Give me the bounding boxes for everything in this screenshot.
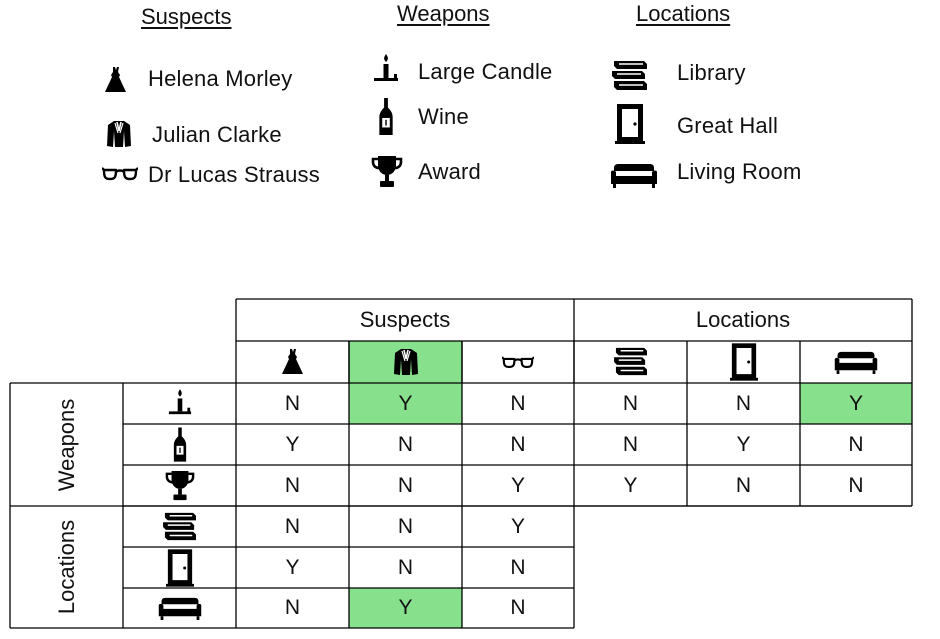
- grid-cell-w2-s2: Y: [510, 473, 525, 497]
- dress-icon: [281, 348, 305, 376]
- books-icon: [613, 346, 649, 378]
- sofa-icon: [834, 350, 878, 374]
- dress-icon: [104, 66, 128, 94]
- grid-cell-l1-s0: Y: [285, 555, 300, 579]
- trophy-icon: [371, 155, 403, 189]
- door-icon: [730, 343, 758, 381]
- grid-cell-l0-s0: N: [284, 514, 301, 538]
- sofa-icon: [158, 596, 202, 620]
- grid-cell-w0-s1: Y: [349, 383, 462, 424]
- grid-cell-l2-s1: Y: [349, 588, 462, 628]
- legend-label-julian-clarke: Julian Clarke: [152, 122, 282, 147]
- candle-icon: [168, 389, 192, 419]
- wine-bottle-icon: [378, 98, 394, 136]
- door-icon: [166, 549, 194, 587]
- grid-side-locations: Locations: [53, 519, 79, 615]
- grid-cell-w2-l2: N: [848, 473, 864, 497]
- legend-header-weapons: Weapons: [397, 1, 490, 26]
- grid-cell-w1-l2: N: [848, 432, 864, 456]
- grid-side-weapons: Weapons: [53, 398, 79, 491]
- sofa-icon: [611, 162, 657, 188]
- grid-cell-w1-s2: N: [510, 432, 526, 456]
- jacket-icon: [393, 348, 419, 376]
- legend-label-dr-lucas-strauss: Dr Lucas Strauss: [148, 162, 320, 187]
- legend-label-great-hall: Great Hall: [677, 113, 779, 138]
- grid-cell-w0-l2: Y: [800, 383, 912, 424]
- grid-cell-w1-l1: Y: [736, 432, 751, 456]
- grid-cell-l1-s2: N: [510, 555, 526, 579]
- wine-bottle-icon: [173, 427, 187, 463]
- grid-group-locations: Locations: [695, 307, 791, 332]
- grid-cell-w2-s0: N: [284, 473, 301, 497]
- books-icon: [162, 511, 198, 543]
- glasses-icon: [502, 356, 534, 369]
- legend-label-living-room: Living Room: [677, 159, 802, 184]
- jacket-icon: [106, 120, 132, 148]
- grid-cell-w2-l0: Y: [623, 473, 638, 497]
- grid-cell-w1-s0: Y: [285, 432, 300, 456]
- legend-label-helena-morley: Helena Morley: [148, 66, 293, 91]
- grid-cell-l1-s1: N: [397, 555, 414, 579]
- legend-header-suspects: Suspects: [141, 4, 232, 29]
- grid-cell-w1-l0: N: [622, 432, 639, 456]
- legend-label-award: Award: [418, 159, 481, 184]
- candle-icon: [373, 54, 399, 86]
- legend-label-library: Library: [677, 60, 746, 85]
- grid-cell-w0-l1: N: [735, 391, 752, 415]
- grid-cell-w2-s1: N: [397, 473, 414, 497]
- grid-cell-w2-l1: N: [735, 473, 752, 497]
- grid-cell-w0-s2: N: [510, 391, 526, 415]
- legend-label-wine: Wine: [418, 104, 469, 129]
- grid-cell-w0-l0: N: [622, 391, 639, 415]
- books-icon: [611, 59, 649, 93]
- glasses-icon: [102, 167, 138, 181]
- legend-label-large-candle: Large Candle: [418, 59, 553, 84]
- grid-cell-l2-s0: N: [284, 596, 301, 619]
- grid-cell-l0-s1: N: [397, 514, 414, 538]
- legend-header-locations: Locations: [636, 1, 731, 26]
- grid-cell-l0-s2: Y: [510, 514, 525, 538]
- grid-cell-w0-s0: N: [284, 391, 301, 415]
- grid-cell-l2-s2: N: [510, 596, 526, 619]
- grid-group-suspects: Suspects: [359, 307, 451, 332]
- grid-cell-w1-s1: N: [397, 432, 414, 456]
- door-icon: [615, 104, 645, 144]
- trophy-icon: [165, 470, 195, 502]
